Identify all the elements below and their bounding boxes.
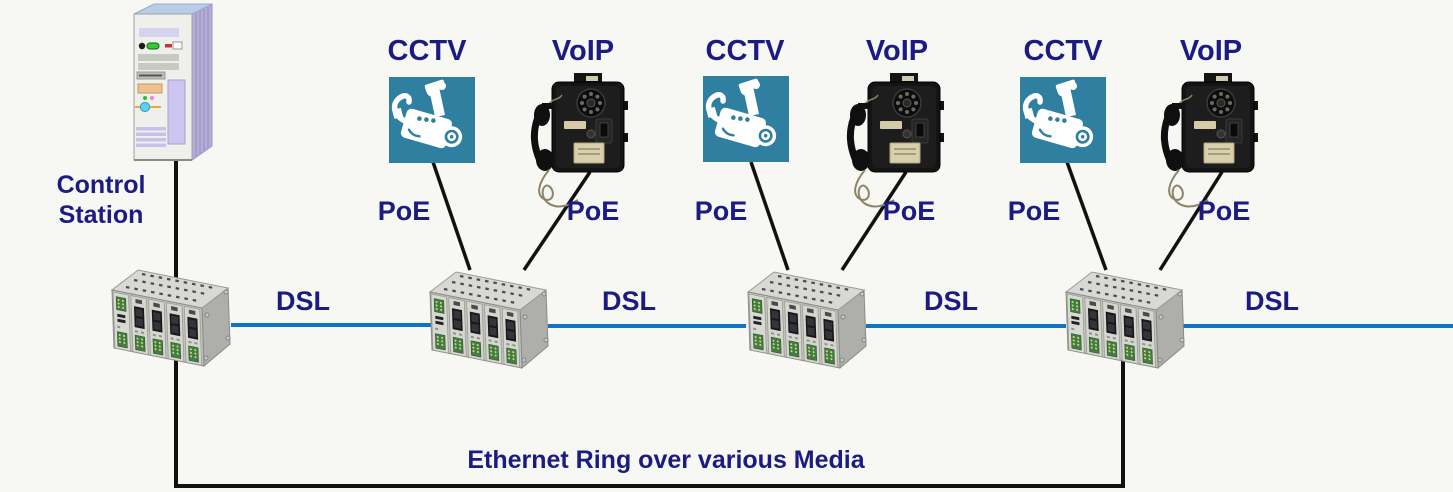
poe-line-cctv-2 [749, 161, 790, 271]
ethernet-switch-icon-4 [1064, 260, 1186, 372]
cctv-label-3: CCTV [1023, 35, 1103, 67]
control-station-label: Control Station [57, 170, 146, 230]
telephone-icon-1 [528, 73, 628, 208]
poe-line-voip-3 [1158, 171, 1224, 271]
voip-label-1: VoIP [551, 35, 615, 67]
poe-label-cctv-1: PoE [377, 196, 431, 226]
ethernet-ring-label: Ethernet Ring over various Media [467, 446, 865, 474]
ethernet-ring-line [174, 350, 1125, 488]
ethernet-switch-icon-2 [428, 260, 550, 372]
cctv-camera-icon-2 [703, 76, 789, 162]
voip-label-2: VoIP [865, 35, 929, 67]
poe-line-voip-1 [522, 171, 592, 271]
poe-label-voip-3: PoE [1197, 196, 1251, 226]
cctv-camera-icon-1 [389, 77, 475, 163]
cctv-camera-icon-3 [1020, 77, 1106, 163]
poe-label-voip-2: PoE [882, 196, 936, 226]
control-station-label-line2: Station [58, 201, 144, 229]
voip-label-3: VoIP [1179, 35, 1243, 67]
poe-line-cctv-3 [1065, 161, 1108, 271]
poe-label-cctv-3: PoE [1007, 196, 1061, 226]
ethernet-switch-icon-3 [746, 260, 868, 372]
dsl-label-4: DSL [1245, 286, 1299, 316]
dsl-label-3: DSL [924, 286, 978, 316]
cctv-label-2: CCTV [705, 35, 785, 67]
poe-label-voip-1: PoE [566, 196, 620, 226]
computer-tower-icon [126, 2, 218, 168]
control-station-label-line1: Control [56, 171, 146, 199]
cctv-label-1: CCTV [387, 35, 467, 67]
poe-label-cctv-2: PoE [694, 196, 748, 226]
poe-line-cctv-1 [431, 161, 472, 271]
telephone-icon-2 [844, 73, 944, 208]
dsl-label-1: DSL [276, 286, 330, 316]
poe-line-voip-2 [840, 171, 908, 271]
ethernet-switch-icon-1 [110, 258, 232, 370]
telephone-icon-3 [1158, 73, 1258, 208]
dsl-label-2: DSL [602, 286, 656, 316]
